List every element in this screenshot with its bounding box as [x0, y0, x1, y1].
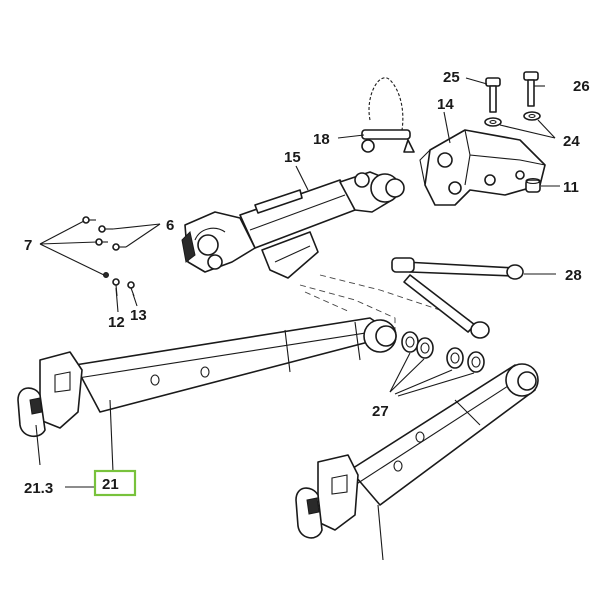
callout-14: 14 — [437, 96, 454, 113]
callout-28: 28 — [565, 267, 582, 284]
callout-26: 26 — [573, 78, 590, 95]
callout-21-3: 21.3 — [24, 480, 53, 497]
callout-21: 21 — [102, 476, 119, 493]
callout-25: 25 — [443, 69, 460, 86]
callout-labels: 25 26 14 24 18 15 11 6 7 28 12 13 27 21.… — [24, 69, 590, 497]
hook-left-part-21-3[interactable] — [17, 351, 83, 438]
screws-part-6-7[interactable] — [82, 216, 126, 251]
callout-18: 18 — [313, 131, 330, 148]
washer-part-24[interactable] — [484, 111, 541, 127]
leader-lines — [35, 77, 560, 561]
lynch-pin-part-18[interactable] — [361, 77, 415, 153]
callout-6: 6 — [166, 217, 174, 234]
top-link-part-15[interactable] — [181, 171, 405, 279]
hitch-bracket-part-14[interactable] — [419, 129, 546, 206]
callout-15: 15 — [284, 149, 301, 166]
washers-part-27[interactable] — [401, 331, 485, 373]
hook-right[interactable] — [295, 454, 359, 539]
callout-11: 11 — [563, 179, 579, 196]
bushing-part-11[interactable] — [525, 177, 541, 193]
lower-link-left-part-21[interactable] — [74, 317, 397, 413]
callout-27: 27 — [372, 403, 389, 420]
callout-24: 24 — [563, 133, 580, 150]
callout-13: 13 — [130, 307, 147, 324]
lower-link-right-part-21[interactable] — [349, 363, 539, 506]
bolt-part-25[interactable] — [485, 77, 501, 113]
bolt-part-26[interactable] — [523, 71, 539, 107]
callout-7: 7 — [24, 237, 32, 254]
stabiliser-part-28[interactable] — [391, 257, 524, 339]
callout-12: 12 — [108, 314, 125, 331]
screws-part-12-13[interactable] — [103, 272, 135, 297]
highlighted-callout-21[interactable]: 21 — [93, 469, 137, 497]
